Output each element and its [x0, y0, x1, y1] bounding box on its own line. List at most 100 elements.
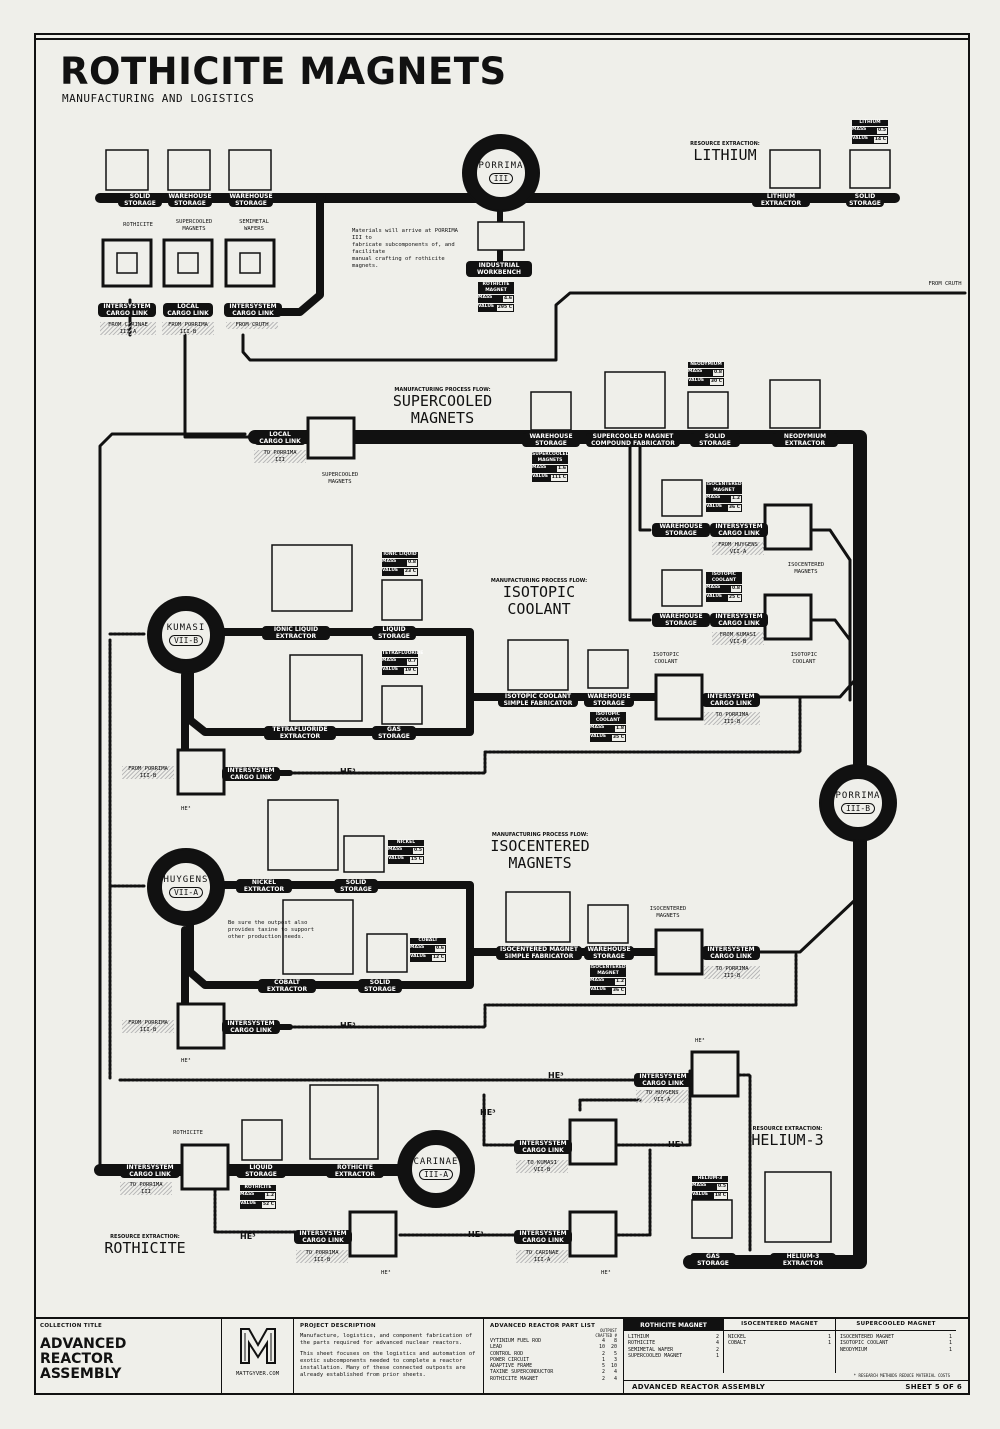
- label-intersystem-to-carinae[interactable]: INTERSYSTEM CARGO LINK: [514, 1230, 572, 1244]
- mv-nickel-value: 15 C: [408, 856, 424, 864]
- label-intersystem-to-porrima-b[interactable]: INTERSYSTEM CARGO LINK: [294, 1230, 352, 1244]
- he3-label-7: HE³: [468, 1230, 484, 1239]
- list-item-a: 10: [598, 1344, 605, 1351]
- mv-isocb-name: ISOCENTERED MAGNET: [706, 482, 742, 494]
- tag-to-porrima-iii: TO PORRIMA III: [254, 450, 306, 463]
- label-warehouse-cool[interactable]: WAREHOUSE STORAGE: [652, 613, 710, 627]
- label-tetrafluoride-extractor[interactable]: TETRAFLUORIDE EXTRACTOR: [264, 726, 336, 740]
- list-item-name: NEODYMIUM: [840, 1346, 868, 1353]
- huygens-lower-pipe: [186, 906, 474, 989]
- list-item-a: 5: [601, 1363, 605, 1370]
- label-rothicite-extractor[interactable]: ROTHICITE EXTRACTOR: [326, 1164, 384, 1178]
- porrima-note: Materials will arrive at PORRIMA III to …: [352, 228, 458, 269]
- label-intersystem-isoc[interactable]: INTERSYSTEM CARGO LINK: [702, 946, 760, 960]
- list-item-name: COBALT: [728, 1340, 747, 1347]
- lithium-heading-label: RESOURCE EXTRACTION:: [690, 141, 760, 147]
- label-intersystem-1[interactable]: INTERSYSTEM CARGO LINK: [98, 303, 156, 317]
- lithium-heading-name: LITHIUM: [693, 146, 757, 164]
- label-intersystem-huygens-out[interactable]: INTERSYSTEM CARGO LINK: [222, 1020, 280, 1034]
- label-cobalt-extractor[interactable]: COBALT EXTRACTOR: [258, 979, 316, 993]
- label-intersystem-huygens[interactable]: INTERSYSTEM CARGO LINK: [710, 523, 768, 537]
- label-warehouse-iso[interactable]: WAREHOUSE STORAGE: [652, 523, 710, 537]
- label-nickel-solid-storage[interactable]: SOLID STORAGE: [334, 879, 378, 893]
- kumasi-lower-pipe: [186, 656, 474, 736]
- sheet-frame: [34, 33, 970, 1395]
- label-intersystem-2[interactable]: INTERSYSTEM CARGO LINK: [224, 303, 282, 317]
- tag-isotopic-2: ISOTOPIC COOLANT: [652, 652, 680, 665]
- label-nickel-extractor[interactable]: NICKEL EXTRACTOR: [236, 879, 292, 893]
- label-intersystem-kumasi-out[interactable]: INTERSYSTEM CARGO LINK: [222, 767, 280, 781]
- tag-to-porrima-b-1: TO PORRIMA III-B: [704, 712, 760, 725]
- list-item-q: 1: [948, 1340, 952, 1347]
- label-intersystem-rothicite[interactable]: INTERSYSTEM CARGO LINK: [120, 1164, 180, 1178]
- footer-logo: MATTGYVER.COM: [222, 1319, 294, 1395]
- collection-title: ADVANCED REACTOR ASSEMBLY: [40, 1336, 127, 1382]
- tag-from-huygens: FROM HUYGENS VII-A: [712, 542, 764, 555]
- label-warehouse-iso2[interactable]: WAREHOUSE STORAGE: [584, 693, 634, 707]
- list-item-q: 4: [715, 1340, 719, 1347]
- label-neodymium-extractor[interactable]: NEODYMIUM EXTRACTOR: [772, 433, 838, 447]
- mv-isoc-value: 36 C: [610, 987, 626, 995]
- label-lithium-solid-storage[interactable]: SOLID STORAGE: [846, 193, 884, 207]
- he3-label-6: HE³: [240, 1232, 256, 1241]
- label-warehouse-2[interactable]: WAREHOUSE STORAGE: [229, 193, 273, 207]
- label-warehouse-sc[interactable]: WAREHOUSE STORAGE: [522, 433, 580, 447]
- kumasi-upper-pipe: [196, 628, 664, 701]
- footer-bottom-bar: ADVANCED REACTOR ASSEMBLY SHEET 5 OF 6: [624, 1380, 970, 1393]
- tag-from-kumasi: FROM KUMASI VII-B: [712, 632, 764, 645]
- isotopic-heading-label: MANUFACTURING PROCESS FLOW:: [490, 578, 588, 584]
- label-lithium-extractor[interactable]: LITHIUM EXTRACTOR: [752, 193, 810, 207]
- label-cobalt-solid-storage[interactable]: SOLID STORAGE: [358, 979, 402, 993]
- label-intersystem-to-kumasi[interactable]: INTERSYSTEM CARGO LINK: [514, 1140, 572, 1154]
- tag-to-kumasi: TO KUMASI VII-B: [516, 1160, 568, 1173]
- list-item-name: NICKEL: [728, 1334, 747, 1340]
- list-item-values: 1: [940, 1347, 952, 1353]
- tag-to-porrima-iii-2: TO PORRIMA III: [120, 1182, 172, 1195]
- label-local-cargo-1[interactable]: LOCAL CARGO LINK: [163, 303, 213, 317]
- label-sc-solid-storage[interactable]: SOLID STORAGE: [690, 433, 740, 447]
- label-gas-storage[interactable]: GAS STORAGE: [372, 726, 416, 740]
- label-supercooled-fab[interactable]: SUPERCOOLED MAGNET COMPOUND FABRICATOR: [586, 433, 680, 447]
- tag-from-porrima-b-3: FROM PORRIMA III-B: [122, 1020, 174, 1033]
- planet-porrima-iii-num: III: [488, 173, 514, 185]
- list-item-name: POWER CIRCUIT: [490, 1356, 530, 1363]
- list-item-name: TAXINE SUPERCONDUCTOR: [490, 1369, 554, 1376]
- tag-isocentered-2: ISOCENTERED MAGNETS: [649, 906, 687, 919]
- label-warehouse-isoc[interactable]: WAREHOUSE STORAGE: [584, 946, 634, 960]
- label-intersystem-kumasi[interactable]: INTERSYSTEM CARGO LINK: [710, 613, 768, 627]
- label-warehouse-1[interactable]: WAREHOUSE STORAGE: [168, 193, 212, 207]
- label-local-cargo-2[interactable]: LOCAL CARGO LINK: [254, 431, 306, 445]
- tag-to-porrima-b-3: TO PORRIMA III-B: [296, 1250, 348, 1263]
- label-intersystem-to-porrima[interactable]: INTERSYSTEM CARGO LINK: [702, 693, 760, 707]
- label-helium-extractor[interactable]: HELIUM-3 EXTRACTOR: [770, 1253, 836, 1267]
- tag-rothicite-2: ROTHICITE: [173, 1130, 203, 1136]
- list-item-a: 2: [601, 1375, 605, 1382]
- label-helium-gas-storage[interactable]: GAS STORAGE: [690, 1253, 736, 1267]
- label-intersystem-to-huygens[interactable]: INTERSYSTEM CARGO LINK: [634, 1073, 692, 1087]
- isotopic-heading-name: ISOTOPIC COOLANT: [502, 583, 576, 618]
- label-liquid-storage[interactable]: LIQUID STORAGE: [372, 626, 416, 640]
- label-ionic-extractor[interactable]: IONIC LIQUID EXTRACTOR: [262, 626, 330, 640]
- label-industrial-workbench[interactable]: INDUSTRIAL WORKBENCH: [466, 261, 532, 277]
- parts-columns: OUTPOST CRAFTED #: [595, 1328, 617, 1338]
- site-link[interactable]: MATTGYVER.COM: [235, 1371, 280, 1377]
- label-isotopic-fab[interactable]: ISOTOPIC COOLANT SIMPLE FABRICATOR: [498, 693, 578, 707]
- label-isocentered-fab[interactable]: ISOCENTERED MAGNET SIMPLE FABRICATOR: [496, 946, 582, 960]
- label-rothicite-liquid-storage[interactable]: LIQUID STORAGE: [236, 1164, 286, 1178]
- list-item-name: LEAD: [490, 1344, 503, 1351]
- label-solid-storage-1[interactable]: SOLID STORAGE: [118, 193, 162, 207]
